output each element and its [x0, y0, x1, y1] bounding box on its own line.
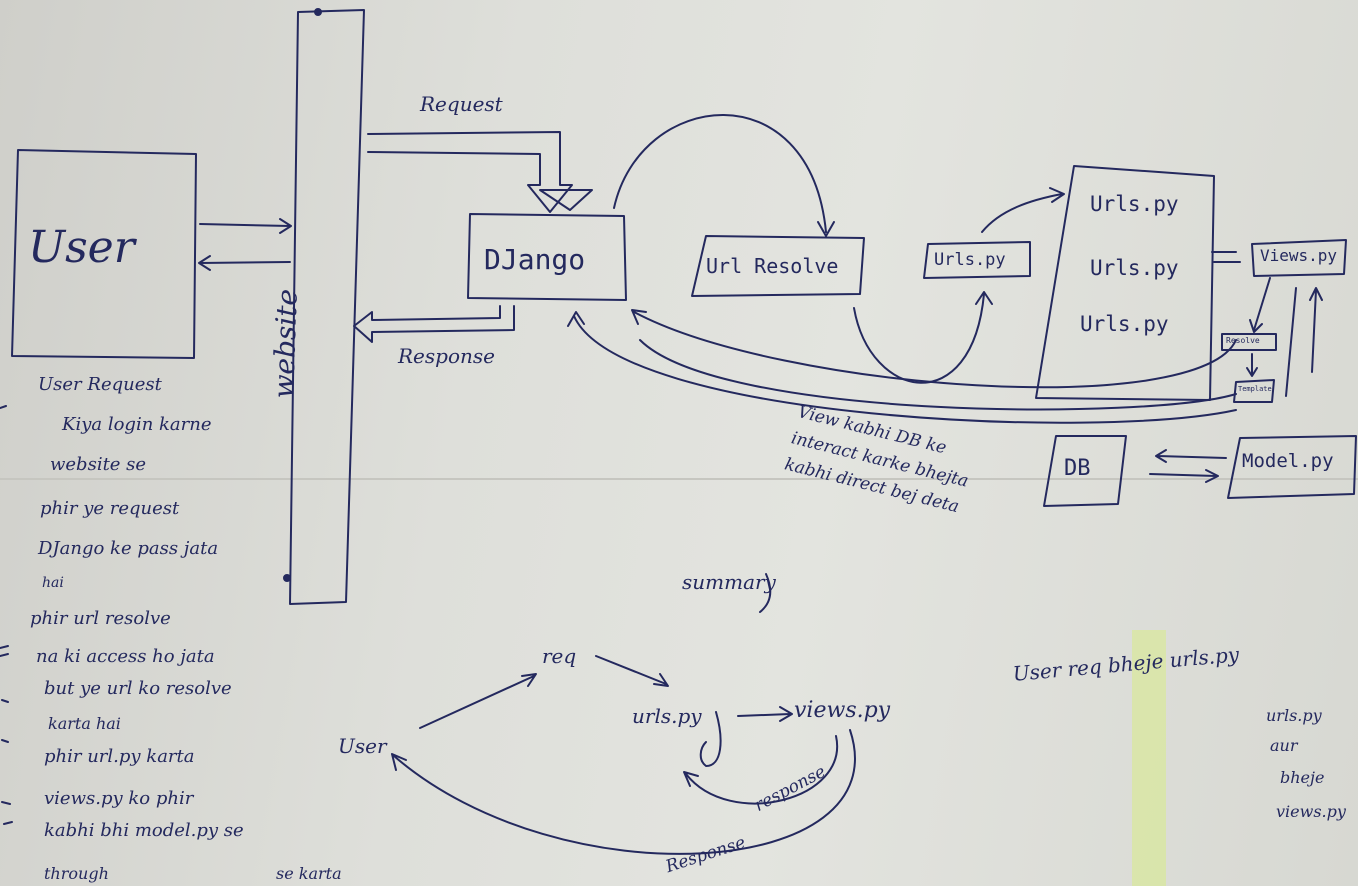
- note-line: User Request: [38, 374, 162, 395]
- website-bottom-dot: [283, 574, 291, 582]
- user-box: [11, 149, 197, 359]
- summary-urls-label: urls.py: [632, 704, 702, 728]
- note-line: phir url resolve: [30, 608, 171, 629]
- urls-py-small-label: Urls.py: [934, 250, 1006, 270]
- views-py-label: Views.py: [1260, 246, 1338, 265]
- website-to-user-arrow: [198, 255, 291, 271]
- url-resolver-label: Url Resolve: [706, 254, 839, 278]
- right-note-part: aur: [1270, 736, 1298, 755]
- return-curve-1: [631, 309, 1237, 389]
- note-line: website se: [50, 454, 147, 475]
- website-top-dot: [314, 8, 322, 16]
- summary-req-to-urls-arrow: [595, 655, 669, 687]
- views-arrows: [1211, 251, 1241, 263]
- right-note-part: urls.py: [1266, 706, 1322, 725]
- right-note-part: views.py: [1276, 802, 1346, 821]
- note-line: views.py ko phir: [44, 788, 194, 809]
- note-line: Kiya login karne: [62, 414, 212, 435]
- summary-urls-to-views-arrow: [737, 706, 793, 722]
- right-note-part: bheje: [1280, 768, 1325, 787]
- request-arrow-tip: [539, 189, 593, 211]
- template-small-label: Template: [1238, 385, 1272, 393]
- highlighter-mark: [1132, 630, 1166, 886]
- db-box: [1043, 435, 1127, 507]
- summary-title: summary: [682, 570, 776, 594]
- website-label: website: [267, 288, 304, 400]
- note-line: hai: [42, 575, 64, 591]
- db-label: DB: [1064, 456, 1091, 481]
- summary-outer-response-arc: [391, 729, 856, 855]
- summary-user-label: User: [338, 734, 387, 758]
- user-label: User: [28, 222, 135, 273]
- website-box: [289, 9, 365, 605]
- resolver-to-urls-arc: [853, 291, 993, 384]
- note-line: DJango ke pass jata: [38, 538, 219, 559]
- url-resolver-box: [691, 235, 865, 297]
- left-notes: User Request Kiya login karne website se…: [0, 0, 342, 882]
- views-vertical-lines: [1285, 287, 1323, 397]
- urls-list-item-2: Urls.py: [1090, 256, 1179, 280]
- views-py-box: [1251, 239, 1347, 277]
- request-arrow: [367, 131, 573, 213]
- db-to-model-arrow: [1149, 469, 1219, 483]
- summary-user-to-req-arrow: [419, 673, 537, 729]
- django-label: DJango: [484, 243, 586, 276]
- resolve-small-label: Resolve: [1226, 336, 1260, 345]
- urls-to-list-arrow: [981, 187, 1065, 233]
- note-line: karta hai: [48, 714, 121, 733]
- summary-inner-response-arc: [683, 735, 839, 805]
- urls-py-small-box: [923, 241, 1031, 279]
- summary-req-label: req: [542, 644, 577, 668]
- summary-views-label: views.py: [794, 698, 891, 723]
- request-label: Request: [420, 92, 503, 116]
- note-tail: se karta: [276, 864, 342, 883]
- return-curve-3: [567, 311, 1237, 424]
- response-arrow: [353, 305, 515, 343]
- model-py-box: [1227, 435, 1357, 499]
- return-curve-2: [639, 339, 1237, 411]
- note-line: phir ye request: [40, 498, 180, 519]
- model-py-label: Model.py: [1242, 450, 1334, 472]
- resolve-to-template-arrow: [1246, 353, 1258, 377]
- response-label: Response: [398, 344, 495, 368]
- views-to-resolve-arrow: [1249, 277, 1271, 333]
- django-box: [467, 213, 627, 301]
- margin-marks: [0, 405, 13, 825]
- urls-list-item-3: Urls.py: [1080, 312, 1169, 336]
- note-line: through: [44, 864, 109, 883]
- summary-title-tail: [759, 573, 772, 613]
- user-to-website-arrow: [199, 218, 292, 234]
- note-line: phir url.py karta: [44, 746, 195, 767]
- django-to-resolver-arc: [613, 114, 835, 237]
- urls-list-item-1: Urls.py: [1090, 192, 1179, 216]
- page-fold-line: [0, 478, 1358, 480]
- note-line: kabhi bhi model.py se: [44, 820, 244, 841]
- note-line: but ye url ko resolve: [44, 678, 232, 699]
- summary-urls-hook: [699, 711, 722, 767]
- model-to-db-arrow: [1155, 449, 1227, 463]
- note-line: na ki access ho jata: [36, 646, 215, 667]
- resolve-small-box: [1221, 333, 1277, 351]
